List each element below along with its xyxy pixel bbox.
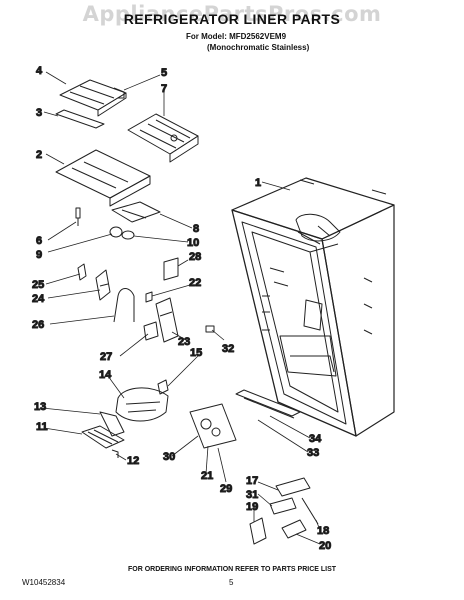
watermark: AppliancePartsPros.com: [82, 2, 382, 26]
callout-1: 1: [255, 177, 261, 189]
part-13: [99, 411, 125, 437]
callout-19: 19: [246, 501, 258, 513]
part-30: [189, 403, 237, 449]
callout-10: 10: [187, 237, 199, 249]
callout-12: 12: [127, 455, 139, 467]
callout-23: 23: [178, 336, 190, 348]
callout-32: 32: [222, 343, 234, 355]
callout-33: 33: [307, 447, 319, 459]
part-31: [269, 497, 297, 515]
callout-6: 6: [36, 235, 42, 247]
callout-5: 5: [161, 67, 167, 79]
callout-7: 7: [161, 83, 167, 95]
callout-24: 24: [32, 293, 45, 305]
part-3: [55, 109, 105, 129]
callout-28: 28: [189, 251, 201, 263]
part-34: [235, 389, 301, 419]
part-15: [157, 379, 169, 395]
callout-18: 18: [317, 525, 329, 537]
callout-14: 14: [99, 369, 112, 381]
part-26: [113, 288, 135, 323]
page-number: 5: [229, 578, 234, 587]
callout-34: 34: [309, 433, 322, 445]
part-24: [95, 269, 111, 301]
callout-4: 4: [36, 65, 43, 77]
callout-17: 17: [246, 475, 258, 487]
part-23: [155, 297, 179, 343]
callout-25: 25: [32, 279, 44, 291]
part-9: [109, 226, 123, 238]
part-10: [121, 230, 135, 240]
callout-21: 21: [201, 470, 213, 482]
part-12: [111, 449, 119, 458]
part-17: [275, 477, 311, 497]
part-28: [163, 257, 179, 281]
part-4: [59, 79, 127, 117]
callout-2: 2: [36, 149, 42, 161]
part-14: [115, 387, 169, 422]
callout-20: 20: [319, 540, 331, 552]
callout-8: 8: [193, 223, 199, 235]
callout-9: 9: [36, 249, 42, 261]
callout-27: 27: [100, 351, 112, 363]
callout-29: 29: [220, 483, 232, 495]
ordering-note: FOR ORDERING INFORMATION REFER TO PARTS …: [127, 566, 337, 573]
part-8: [111, 201, 161, 223]
callout-26: 26: [32, 319, 44, 331]
part-5: [113, 87, 125, 99]
part-7: [127, 113, 199, 163]
part-19: [249, 517, 267, 545]
part-20: [281, 519, 307, 539]
callout-3: 3: [36, 107, 42, 119]
callout-numbers: 1 2 3 4 5 6 7 8 9 10 11 12 13 14 15 17 1…: [32, 65, 332, 553]
model-number: For Model: MFD2562VEM9: [186, 32, 287, 41]
part-6: [75, 207, 81, 226]
callout-22: 22: [189, 277, 201, 289]
part-27: [143, 321, 159, 341]
part-2: [55, 149, 151, 207]
callout-13: 13: [34, 401, 46, 413]
model-variant: (Monochromatic Stainless): [207, 43, 310, 52]
leader-lines: [41, 71, 321, 545]
part-liner: [231, 177, 395, 437]
page-title: REFRIGERATOR LINER PARTS: [123, 11, 341, 27]
callout-15: 15: [190, 347, 202, 359]
document-number: W10452834: [22, 578, 66, 587]
callout-31: 31: [246, 489, 258, 501]
part-11: [81, 425, 125, 449]
part-18: [301, 497, 319, 525]
part-22: [145, 291, 153, 303]
part-25: [77, 263, 87, 281]
callout-30: 30: [163, 451, 175, 463]
callout-11: 11: [36, 421, 48, 433]
